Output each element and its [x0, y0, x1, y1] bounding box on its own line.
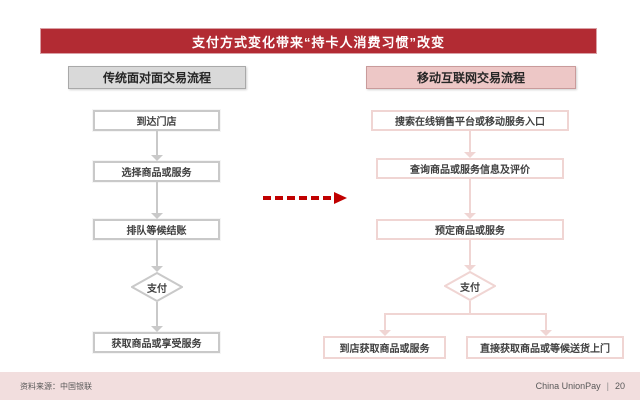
right-decision-pay: 支付 — [444, 271, 496, 301]
left-decision-pay-label: 支付 — [147, 283, 167, 295]
transition-arrow-icon — [263, 192, 350, 204]
footer-brand: China UnionPay — [535, 381, 601, 391]
right-branch-pickup-in-store: 到店获取商品或服务 — [323, 336, 446, 359]
left-step-select-goods: 选择商品或服务 — [93, 161, 220, 182]
branch-horizontal-line — [384, 313, 547, 315]
down-arrow — [151, 240, 163, 272]
left-decision-pay: 支付 — [131, 272, 183, 302]
down-arrow — [151, 302, 163, 332]
right-step-query-info: 查询商品或服务信息及评价 — [376, 158, 564, 179]
slide-title: 支付方式变化带来“持卡人消费习惯”改变 — [191, 34, 445, 50]
left-column-header: 传统面对面交易流程 — [68, 66, 246, 89]
footer-bar: 资料来源：中国银联 China UnionPay | 20 — [0, 372, 640, 400]
left-column-header-label: 传统面对面交易流程 — [102, 71, 211, 85]
footer-source: 资料来源：中国银联 — [20, 381, 92, 391]
footer-right-group: China UnionPay | 20 — [536, 372, 625, 400]
right-decision-pay-label: 支付 — [460, 282, 480, 294]
left-step-arrive-store: 到达门店 — [93, 110, 220, 131]
footer-divider: | — [606, 381, 609, 391]
footer-page-number: 20 — [614, 381, 625, 391]
down-arrow — [379, 313, 391, 336]
left-step-obtain-goods: 获取商品或享受服务 — [93, 332, 220, 353]
slide-title-banner: 支付方式变化带来“持卡人消费习惯”改变 — [40, 28, 597, 54]
down-arrow — [540, 313, 552, 336]
left-step-queue-checkout: 排队等候结账 — [93, 219, 220, 240]
down-arrow — [464, 131, 476, 158]
down-arrow — [151, 131, 163, 161]
right-step-book-goods: 预定商品或服务 — [376, 219, 564, 240]
down-arrow — [464, 179, 476, 219]
right-step-search-platform: 搜索在线销售平台或移动服务入口 — [371, 110, 569, 131]
down-arrow — [151, 182, 163, 219]
right-branch-delivery: 直接获取商品或等候送货上门 — [466, 336, 624, 359]
down-arrow — [464, 240, 476, 271]
right-column-header: 移动互联网交易流程 — [366, 66, 576, 89]
right-column-header-label: 移动互联网交易流程 — [416, 71, 525, 85]
branch-stem-line — [469, 301, 471, 314]
